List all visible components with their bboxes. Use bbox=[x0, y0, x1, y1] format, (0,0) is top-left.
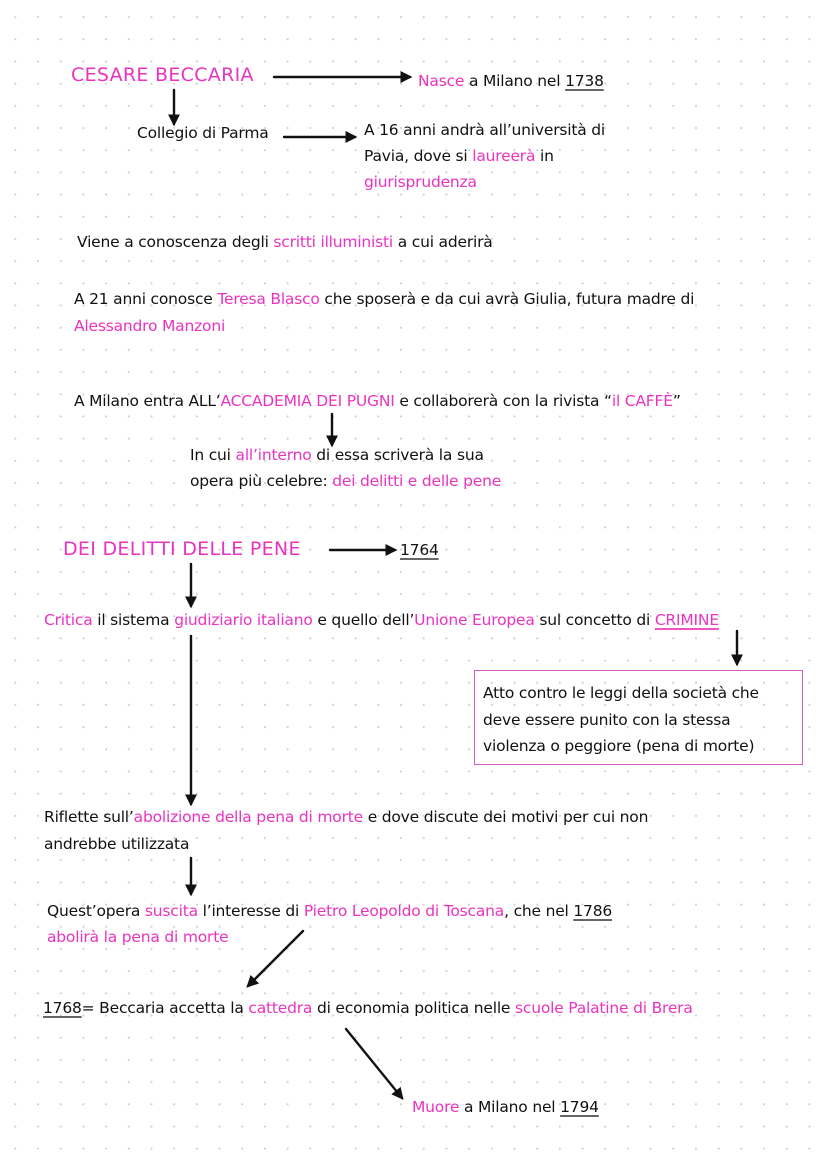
birth-year: 1738 bbox=[565, 72, 604, 90]
reflection-line-2: andrebbe utilizzata bbox=[44, 835, 190, 853]
critique-line: Critica il sistema giudiziario italiano … bbox=[44, 611, 719, 629]
influence-line-2: abolirà la pena di morte bbox=[47, 928, 229, 946]
work-title: DEI DELITTI DELLE PENE bbox=[63, 538, 301, 560]
birth-highlight: Nasce bbox=[418, 72, 465, 90]
academy-sub-line-1: In cui all’interno di essa scriverà la s… bbox=[190, 446, 484, 464]
marriage-line-2: Alessandro Manzoni bbox=[74, 317, 226, 335]
enlightenment-line: Viene a conoscenza degli scritti illumin… bbox=[77, 233, 493, 251]
reflection-line-1: Riflette sull’abolizione della pena di m… bbox=[44, 808, 649, 826]
marriage-line-1: A 21 anni conosce Teresa Blasco che spos… bbox=[74, 290, 695, 308]
arrow-chair-to-death bbox=[344, 1027, 404, 1100]
influence-line-1: Quest’opera suscita l’interesse di Pietr… bbox=[47, 902, 613, 920]
main-title: CESARE BECCARIA bbox=[71, 64, 254, 86]
death-line: Muore a Milano nel 1794 bbox=[412, 1098, 599, 1116]
chair-year: 1768 bbox=[43, 999, 82, 1017]
academy-line: A Milano entra ALL’ACCADEMIA DEI PUGNI e… bbox=[74, 392, 681, 410]
college-label: Collegio di Parma bbox=[137, 124, 269, 142]
influence-year: 1786 bbox=[573, 902, 613, 920]
crimine-keyword: CRIMINE bbox=[654, 611, 719, 629]
university-line-2: Pavia, dove si laureerà in bbox=[364, 147, 554, 165]
crime-definition-box: Atto contro le leggi della società che d… bbox=[474, 670, 803, 765]
work-year: 1764 bbox=[400, 541, 439, 559]
arrow-influence-to-chair bbox=[246, 929, 305, 988]
birth-line: Nasce a Milano nel 1738 bbox=[418, 72, 604, 90]
university-line-1: A 16 anni andrà all’università di bbox=[364, 121, 606, 139]
academy-sub-line-2: opera più celebre: dei delitti e delle p… bbox=[190, 472, 502, 490]
university-line-3: giurisprudenza bbox=[364, 173, 477, 191]
death-year: 1794 bbox=[560, 1098, 599, 1116]
chair-line: 1768= Beccaria accetta la cattedra di ec… bbox=[43, 999, 693, 1017]
